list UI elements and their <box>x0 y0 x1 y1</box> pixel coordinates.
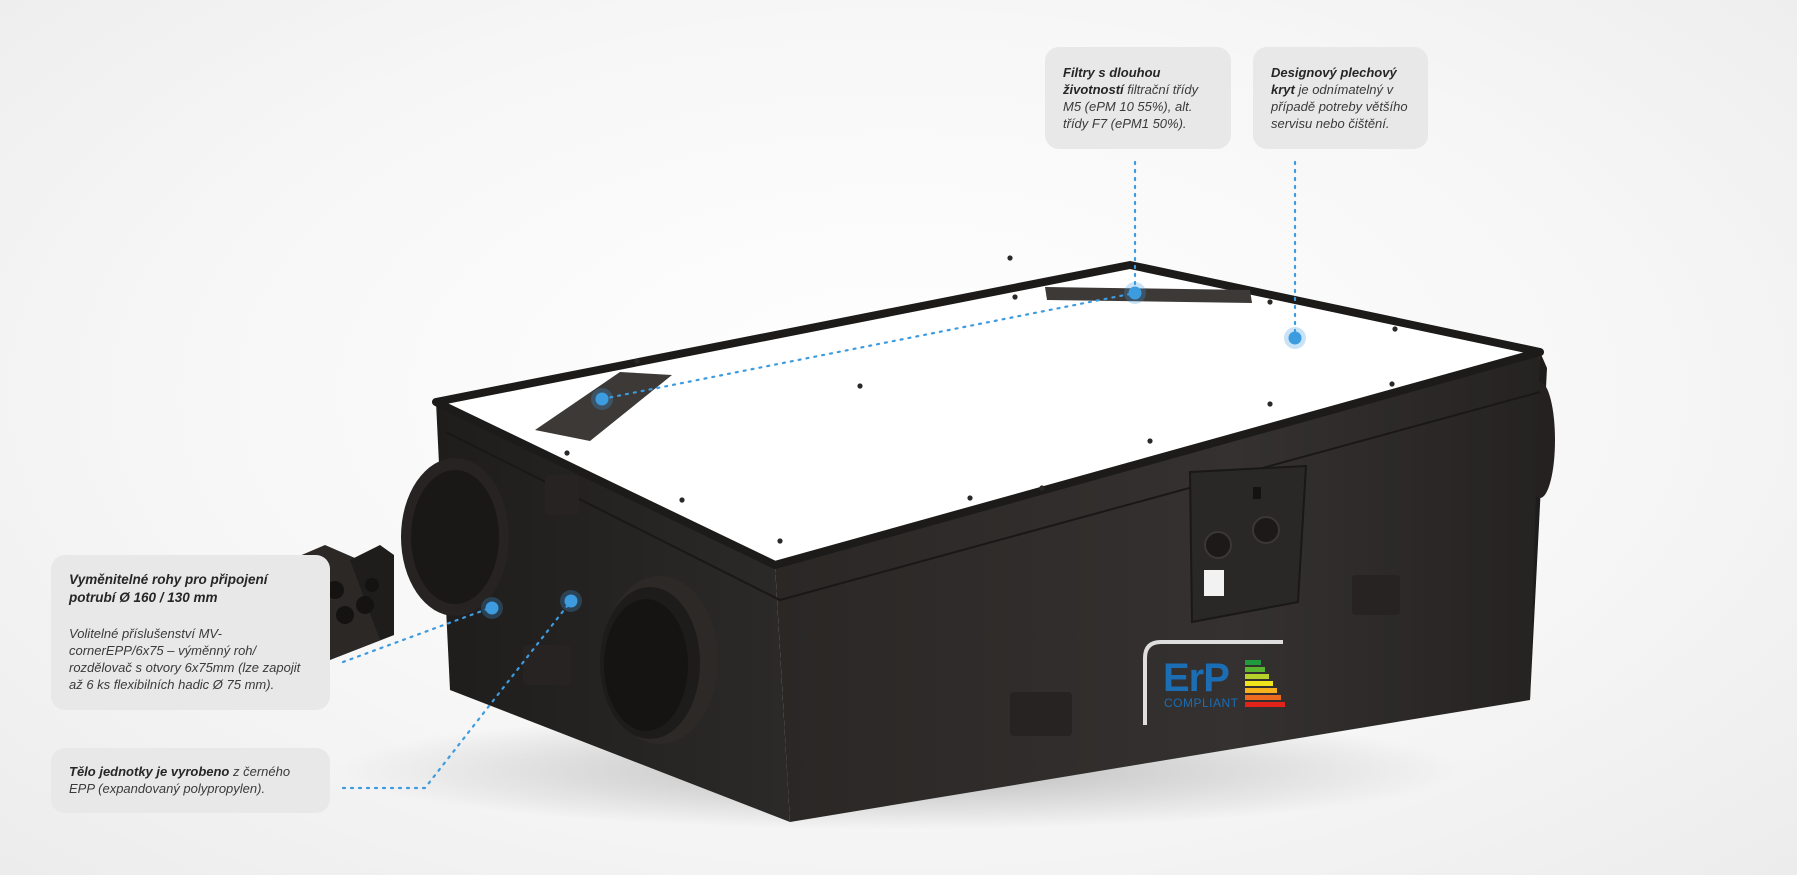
callout-cover: Designový plechový kryt je odnímatelný v… <box>1253 47 1428 149</box>
connector <box>1204 570 1224 596</box>
callout-corners-title: Vyměnitelné rohy pro připojení potrubí Ø… <box>69 572 268 605</box>
filter-slot-left <box>535 372 672 441</box>
callout-body: Tělo jednotky je vyrobeno z černého EPP … <box>51 748 330 813</box>
unit-front-face <box>775 352 1540 822</box>
cover-screws <box>564 255 1398 544</box>
energy-scale-icon <box>1245 660 1285 707</box>
foot-3 <box>545 475 579 515</box>
marker-dots <box>481 282 1306 619</box>
top-cover <box>432 261 1544 569</box>
gland-2 <box>1252 516 1280 544</box>
leader-body <box>341 599 573 790</box>
leader-corners <box>341 606 492 664</box>
callout-body-text: z černého EPP (expandovaný polypropylen)… <box>69 764 291 796</box>
erp-compliant-text: COMPLIANT <box>1164 696 1239 710</box>
erp-logo-text: ErP <box>1163 656 1230 700</box>
callout-body-bold: Tělo jednotky je vyrobeno <box>69 764 230 779</box>
callout-filters-text: filtrační třídy M5 (ePM 10 55%), alt. tř… <box>1063 82 1199 131</box>
foot-4 <box>523 645 571 685</box>
erp-badge-frame <box>1143 640 1283 725</box>
filter-slot-top <box>1045 287 1252 303</box>
callout-cover-bold: Designový plechový kryt <box>1271 65 1397 97</box>
duct-left-front <box>600 576 718 744</box>
duct-left-back <box>401 458 509 616</box>
callout-cover-text: je odnímatelný v případě potreby většího… <box>1271 82 1408 131</box>
foot-1 <box>1010 692 1072 736</box>
callout-corners-description: Volitelné příslušenství MV-cornerEPP/6x7… <box>69 626 301 692</box>
callout-filters: Filtry s dlouhou životností filtrační tř… <box>1045 47 1231 149</box>
foot-2 <box>1352 575 1400 615</box>
erp-badge: ErP COMPLIANT <box>1135 640 1300 725</box>
callout-corners: Vyměnitelné rohy pro připojení potrubí Ø… <box>51 555 330 710</box>
gland-1 <box>1204 531 1232 559</box>
power-switch <box>1253 487 1261 499</box>
callout-filters-bold: Filtry s dlouhou životností <box>1063 65 1161 97</box>
